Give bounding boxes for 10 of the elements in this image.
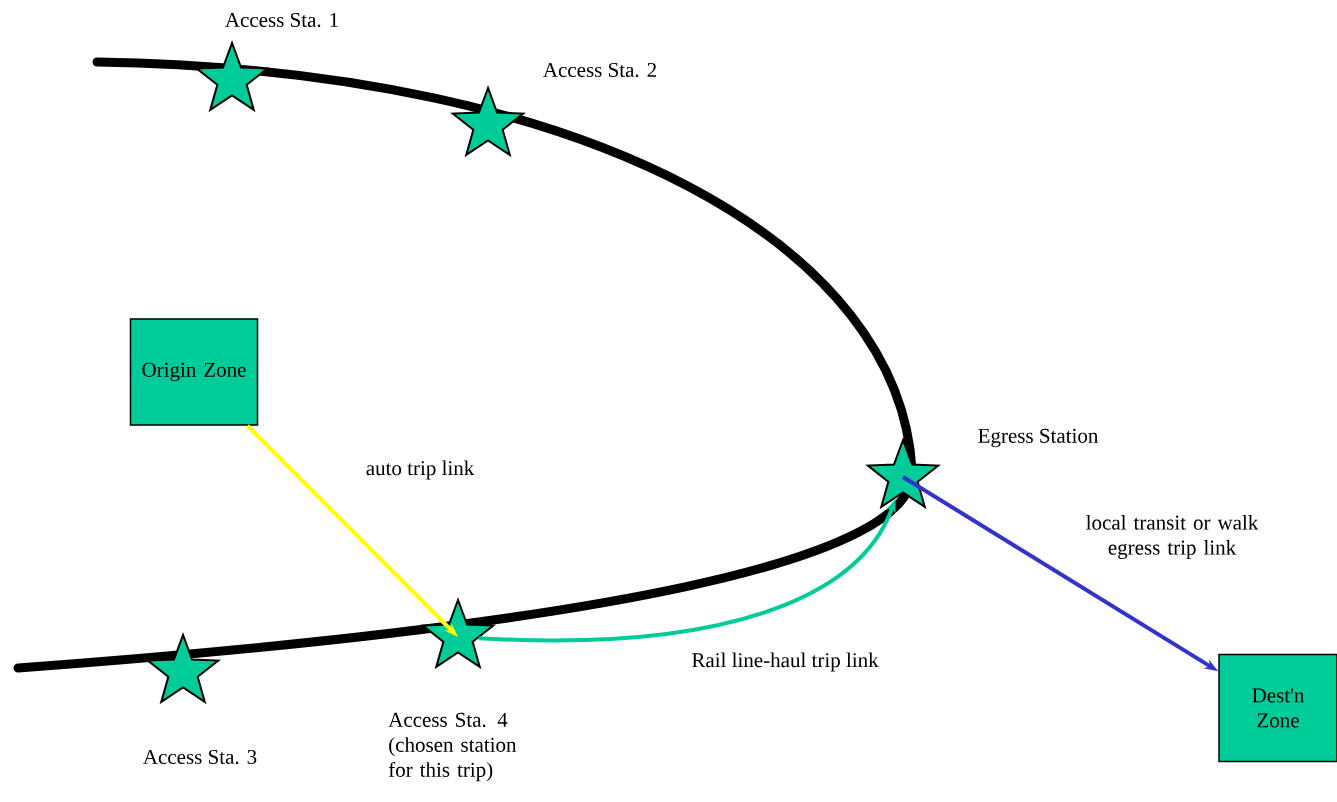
station-label: Access Sta. 2	[543, 62, 656, 78]
edge-label: Rail line-haul trip link	[692, 652, 879, 672]
station-label: Egress Station	[978, 428, 1099, 448]
station-label: Access Sta. 4 (chosen station for this trip)	[388, 712, 517, 782]
station-label: Access Sta. 1	[225, 12, 338, 28]
edge-label: auto trip link	[366, 460, 475, 480]
zone-box: Origin Zone	[129, 318, 259, 426]
edge-label: local transit or walk egress trip link	[1086, 514, 1259, 560]
station-label: Access Sta. 3	[143, 749, 257, 765]
zone-box: Dest'n Zone	[1218, 653, 1337, 763]
